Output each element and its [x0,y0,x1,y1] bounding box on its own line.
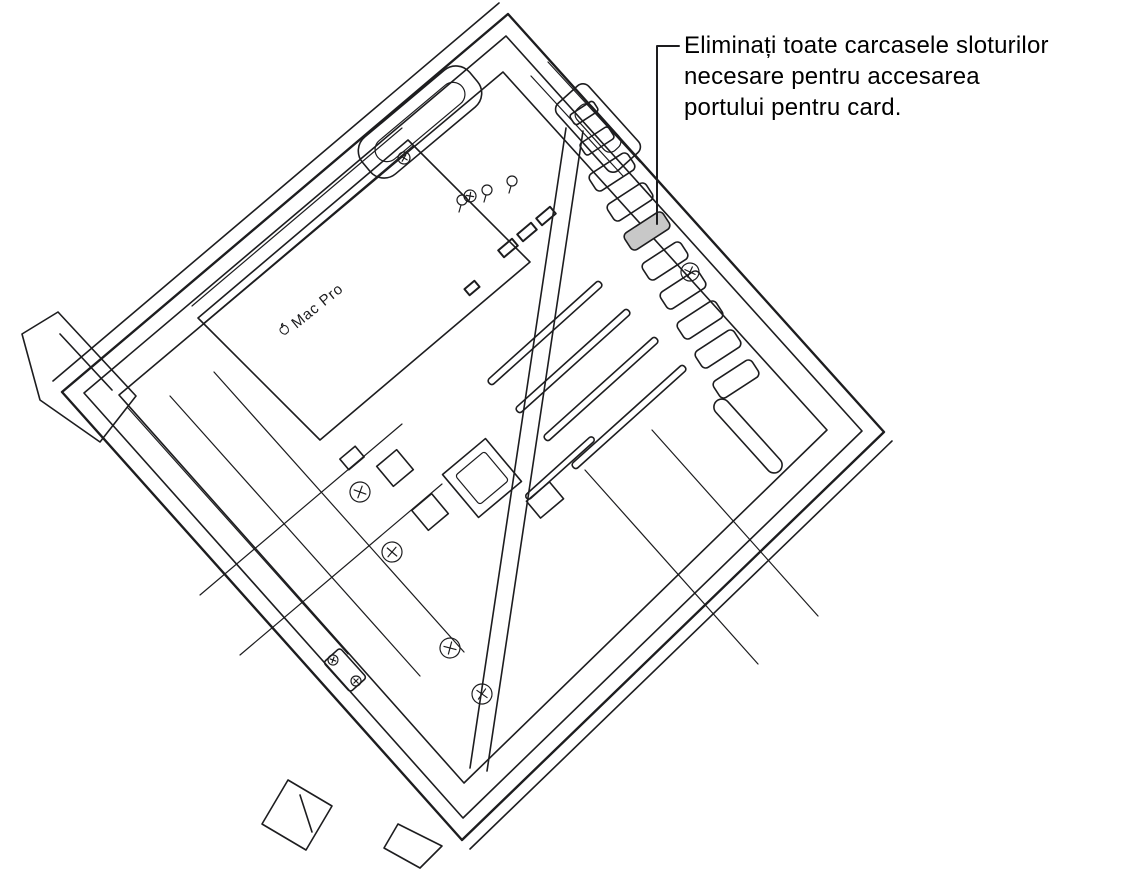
callout: Eliminați toate carcasele sloturilor nec… [684,30,1049,123]
slot-cover-bracket [569,100,599,126]
slot-cover [694,329,742,369]
screw [325,652,341,668]
pcie-slots [487,280,687,500]
slot-cover [659,270,707,310]
screw [467,679,497,709]
apple-logo-icon [279,322,289,335]
side-handle-slot [713,398,783,474]
standoff-pins [456,175,518,213]
pcie-slot [571,364,687,470]
pcie-slot [515,308,631,414]
callout-text-line: portului pentru card. [684,94,902,121]
callout-text-line: Eliminați toate carcasele sloturilor [684,32,1049,59]
screw [377,537,407,567]
chassis-outline [60,12,886,842]
callout-text-line: necesare pentru accesarea [684,63,980,90]
slot-cover-bracket [579,126,615,156]
device-label: Mac Pro [279,280,347,335]
slot-covers [569,100,760,399]
screw [348,673,364,689]
pcie-slot-short [524,436,596,500]
screw [437,635,463,661]
left-foot [21,311,137,443]
slot-cover [588,152,636,192]
slot-cover [606,182,654,222]
pcie-slot [487,280,603,386]
screw [395,149,413,167]
slot-cover [712,359,760,399]
screw [346,478,374,506]
pcie-slot [543,336,659,442]
handle-cutout [357,65,483,179]
interior-panel-lines [127,61,819,677]
psu-cover [191,127,531,441]
callout-leader-line [656,45,680,225]
highlighted-slot-cover [623,211,671,251]
cable-bracket [323,648,367,692]
device-label-text: Mac Pro [288,280,346,332]
outer-frame-lines [52,2,893,850]
board-divider-lines [469,127,584,772]
bottom-foot [261,779,443,869]
logic-board-components [339,437,565,532]
rear-ports [463,205,557,297]
slot-cover [641,241,689,281]
slot-cover [676,300,724,340]
